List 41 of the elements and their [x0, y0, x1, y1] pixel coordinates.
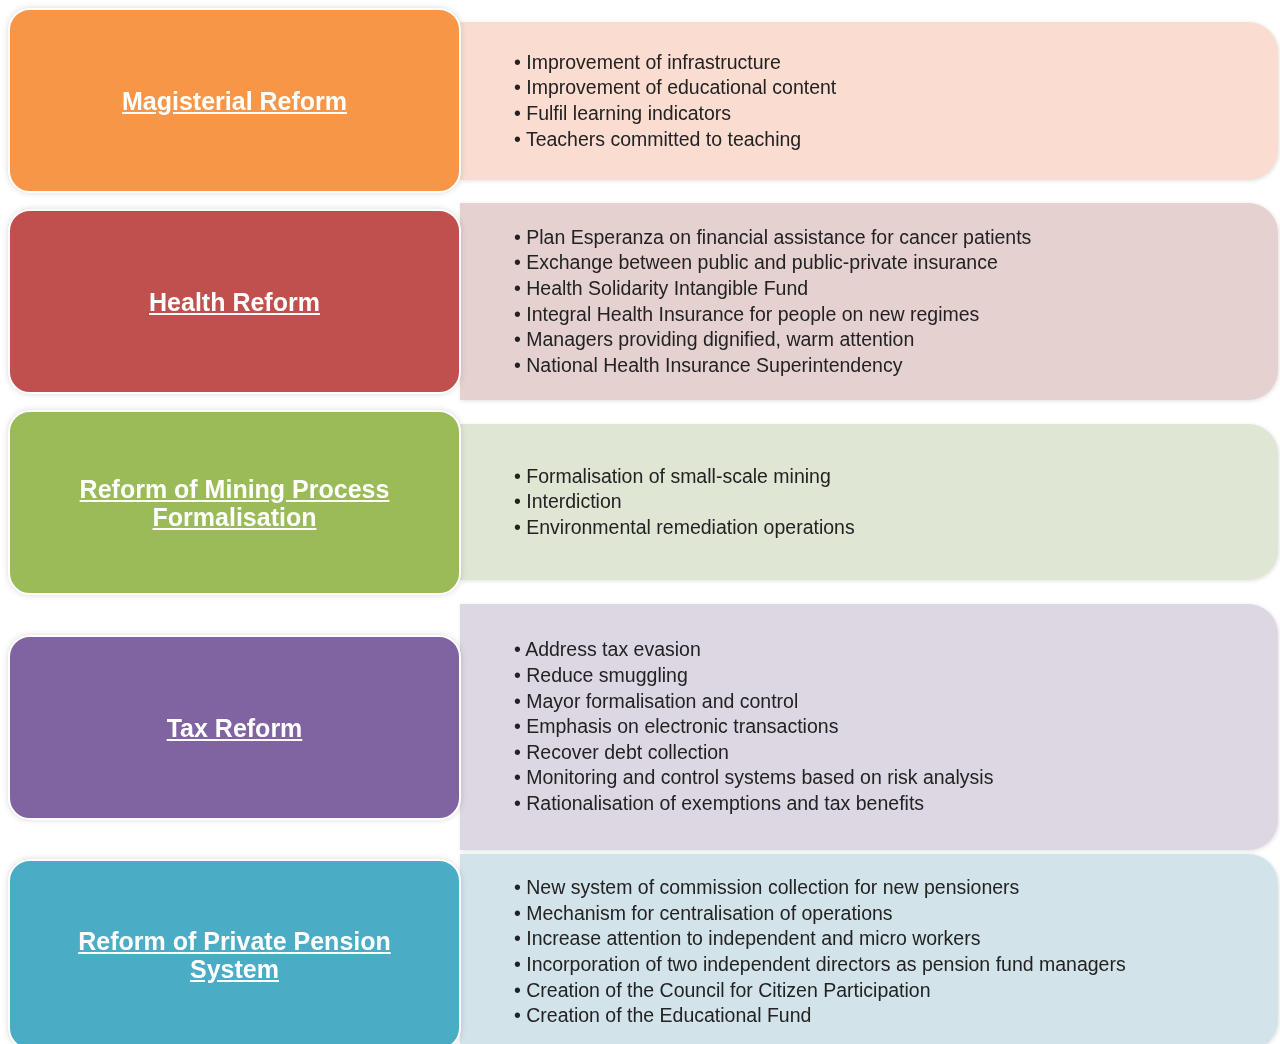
reform-title-box [8, 209, 461, 394]
bullet-item: • Integral Health Insurance for people on new regimes [514, 301, 981, 327]
bullet-item: • Reduce smuggling [514, 663, 689, 688]
measures-panel [460, 854, 1278, 1044]
bullet-item: • Emphasis on electronic transactions [514, 714, 840, 740]
reform-title: Health Reform [148, 287, 321, 316]
bullet-item: • Improvement of educational content [514, 75, 837, 101]
bullet-item: • Improvement of infrastructure [514, 49, 782, 75]
measures-panel [460, 22, 1278, 180]
reform-title-box [8, 635, 461, 820]
bullet-item: • Monitoring and control systems based on risk analysis [514, 765, 994, 791]
reform-title-box [8, 8, 461, 193]
reform-title: Magisterial Reform [120, 86, 349, 115]
bullet-item: • Increase attention to independent and micro workers [514, 926, 982, 952]
reform-title: Tax Reform [165, 713, 304, 742]
bullet-item: • Formalisation of small-scale mining [514, 463, 832, 489]
measures-panel [460, 203, 1278, 400]
measures-panel [460, 424, 1278, 580]
reform-title: Reform of Private Pension System [77, 926, 392, 983]
bullet-item: • Mechanism for centralisation of operations [514, 900, 894, 926]
bullet-item: • Exchange between public and public-private insurance [514, 250, 999, 276]
bullet-item: • Mayor formalisation and control [514, 688, 800, 714]
bullet-item: • National Health Insurance Superintendency [514, 352, 904, 378]
bullet-item: • Interdiction [514, 489, 623, 515]
bullet-item: • Environmental remediation operations [514, 514, 855, 540]
bullet-item: • Plan Esperanza on financial assistance for cancer patients [514, 224, 1032, 250]
bullet-item: • Health Solidarity Intangible Fund [514, 275, 810, 301]
bullet-item: • Creation of the Council for Citizen Participation [514, 977, 932, 1003]
bullet-item: • Recover debt collection [514, 739, 730, 765]
bullet-item: • Address tax evasion [514, 637, 702, 663]
reform-title: Reform of Mining Process Formalisation [78, 474, 391, 531]
bullet-item: • Incorporation of two independent directors as pension fund managers [514, 952, 1126, 977]
bullet-item: • New system of commission collection for new pensioners [514, 875, 1021, 901]
reform-title-box [8, 859, 461, 1044]
bullet-item: • Managers providing dignified, warm attention [514, 327, 916, 353]
reform-title-box [8, 410, 461, 595]
bullet-item: • Creation of the Educational Fund [514, 1003, 813, 1029]
bullet-item: • Rationalisation of exemptions and tax benefits [514, 791, 926, 816]
bullet-item: • Fulfil learning indicators [514, 101, 733, 126]
measures-panel [460, 604, 1278, 850]
bullet-item: • Teachers committed to teaching [514, 126, 803, 152]
